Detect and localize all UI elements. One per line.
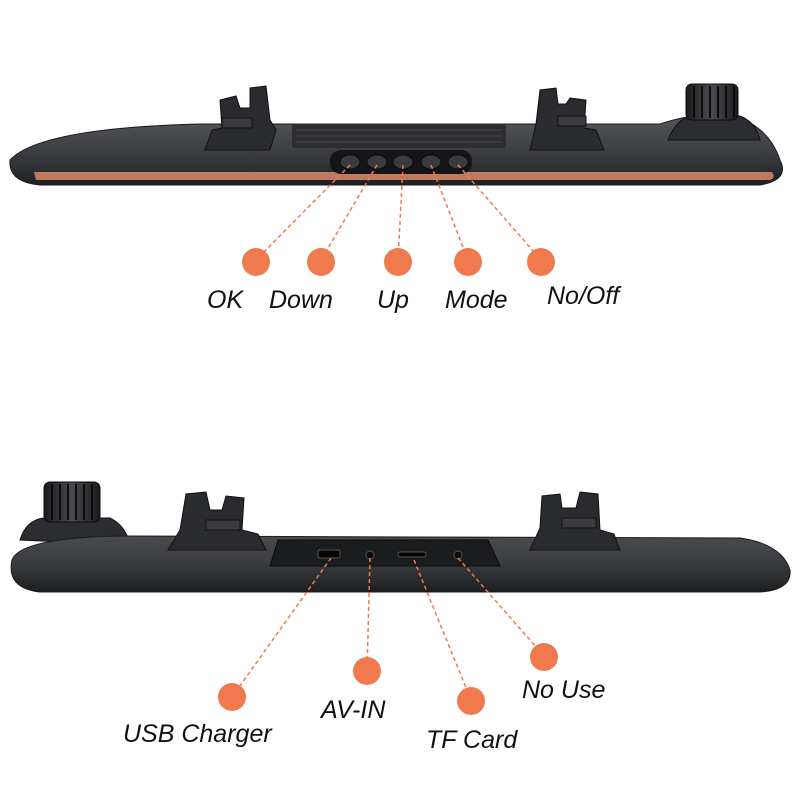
label-ok: OK <box>207 286 244 314</box>
callout-dot-mode <box>454 248 482 276</box>
callout-dot-up <box>384 248 412 276</box>
callout-line-avin <box>366 557 371 672</box>
callout-dot-nouse <box>530 643 558 671</box>
ports <box>317 549 463 560</box>
callout-line-mode <box>430 164 469 261</box>
callout-line-down <box>320 164 378 261</box>
callout-line-ok <box>255 164 351 261</box>
callouts <box>231 164 545 701</box>
left-clip-bottom <box>167 491 267 551</box>
left-clip-top <box>204 85 277 151</box>
label-down: Down <box>269 286 333 314</box>
callout-dot-ok <box>242 248 270 276</box>
label-nooff: No/Off <box>547 282 620 310</box>
callout-line-usb <box>231 557 332 698</box>
callout-dots <box>218 248 558 715</box>
mirror-dashcam-bottom-view <box>10 481 791 593</box>
label-no-use: No Use <box>522 676 606 704</box>
callout-dot-usb <box>218 683 246 711</box>
label-up: Up <box>377 286 409 314</box>
callout-line-nooff <box>457 164 542 261</box>
camera-lens-top <box>667 83 761 141</box>
callout-line-up <box>397 164 404 261</box>
right-clip-top <box>529 87 605 151</box>
callout-line-nouse <box>457 557 545 657</box>
label-mode: Mode <box>445 286 508 314</box>
callout-dot-down <box>307 248 335 276</box>
label-usb-charger: USB Charger <box>123 720 272 748</box>
label-av-in: AV-IN <box>321 696 386 724</box>
callout-dot-nooff <box>527 248 555 276</box>
camera-lens-bottom <box>19 481 131 546</box>
mirror-dashcam-top-view <box>9 83 783 186</box>
right-clip-bottom <box>529 491 621 551</box>
label-tf-card: TF Card <box>426 726 518 754</box>
callout-dot-tf <box>457 687 485 715</box>
callout-dot-avin <box>353 657 381 685</box>
top-buttons <box>339 154 469 170</box>
